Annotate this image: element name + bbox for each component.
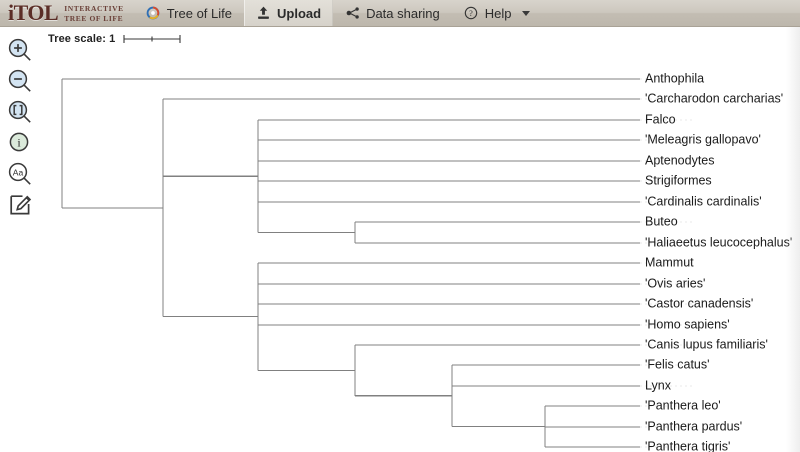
nav-item-data-sharing[interactable]: Data sharing	[333, 0, 452, 26]
nav-item-upload[interactable]: Upload	[244, 0, 334, 26]
leaf-label[interactable]: Lynx	[645, 378, 671, 393]
share-nodes-icon	[345, 6, 360, 21]
nav-item-tree-of-life-label: Tree of Life	[166, 5, 232, 21]
help-circle-icon: ?	[464, 6, 479, 21]
zoom-out-icon[interactable]	[3, 65, 37, 96]
leaf-label[interactable]: 'Ovis aries'	[645, 276, 706, 291]
leaf-label[interactable]: 'Meleagris gallopavo'	[645, 132, 761, 147]
leaf-label[interactable]: 'Panthera leo'	[645, 398, 721, 413]
leaf-label[interactable]: 'Felis catus'	[645, 357, 710, 372]
leaf-label-layer: Anthophila 'Carcharodon carcharias' Falco '…	[40, 27, 800, 452]
text-search-icon[interactable]: Aa	[3, 158, 37, 189]
tree-scale-bar: Tree scale: 1	[48, 33, 184, 45]
nav-item-data-sharing-label: Data sharing	[366, 5, 440, 21]
leaf-label[interactable]: Strigiformes	[645, 173, 712, 188]
tree-of-life-icon	[146, 6, 161, 21]
leaf-label[interactable]: 'Cardinalis cardinalis'	[645, 194, 762, 209]
chevron-down-icon	[521, 10, 530, 16]
leaf-label[interactable]: Mammut	[645, 255, 694, 270]
top-navigation-bar: iTOL Interactive Tree Of Life Tree of Li…	[0, 0, 800, 27]
svg-text:i: i	[17, 135, 21, 149]
tree-scale-label: Tree scale: 1	[48, 33, 116, 45]
phylogenetic-tree[interactable]	[40, 27, 800, 452]
leaf-label[interactable]: Buteo	[645, 214, 678, 229]
info-icon[interactable]: i	[3, 127, 37, 158]
logo-tagline: Interactive Tree Of Life	[64, 3, 124, 23]
leaf-label[interactable]: 'Castor canadensis'	[645, 296, 754, 311]
logo-wordmark: iTOL	[8, 0, 59, 25]
logo-tagline-line1: Interactive	[64, 4, 124, 13]
leaf-label[interactable]: 'Canis lupus familiaris'	[645, 337, 768, 352]
tree-canvas[interactable]: Tree scale: 1 Anthophila 'Carcharodon car…	[40, 27, 800, 452]
nav-item-help-label: Help	[484, 5, 512, 21]
fit-to-screen-icon[interactable]	[3, 96, 37, 127]
leaf-label[interactable]: 'Homo sapiens'	[645, 317, 730, 332]
leaf-label[interactable]: Falco	[645, 112, 676, 127]
leaf-label[interactable]: 'Haliaeetus leucocephalus'	[645, 235, 793, 250]
leaf-label[interactable]: Anthophila	[645, 71, 705, 86]
nav-item-tree-of-life[interactable]: Tree of Life	[134, 0, 244, 26]
leaf-label[interactable]: 'Carcharodon carcharias'	[645, 91, 784, 106]
leaf-label[interactable]: 'Panthera pardus'	[645, 419, 743, 434]
upload-icon	[256, 6, 271, 21]
logo-tagline-line2: Tree Of Life	[64, 13, 124, 23]
scale-bar-ruler	[123, 35, 181, 43]
tree-toolbar: i Aa	[0, 27, 40, 452]
leaf-label[interactable]: 'Panthera tigris'	[645, 439, 731, 452]
edit-icon[interactable]	[3, 189, 37, 220]
svg-text:?: ?	[469, 9, 473, 18]
zoom-in-icon[interactable]	[3, 34, 37, 65]
itol-logo[interactable]: iTOL Interactive Tree Of Life	[0, 0, 134, 26]
svg-text:Aa: Aa	[13, 167, 24, 177]
nav-item-help[interactable]: ? Help	[452, 0, 542, 26]
nav-item-upload-label: Upload	[277, 5, 322, 21]
leaf-label[interactable]: Aptenodytes	[645, 153, 715, 168]
